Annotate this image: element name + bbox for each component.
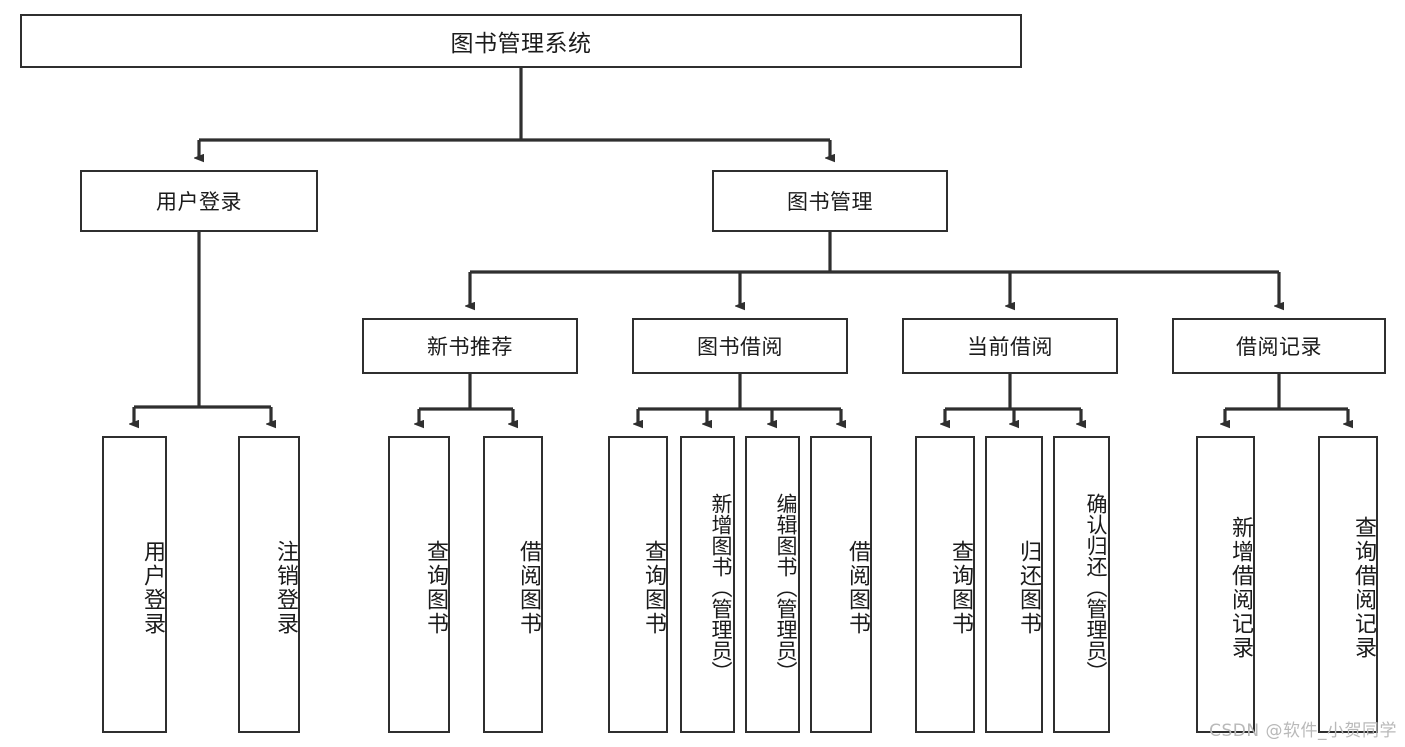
node-leaf-add-borrow-record[interactable]: 新增借阅记录 — [1196, 436, 1255, 733]
node-leaf-query-borrow-record[interactable]: 查询借阅记录 — [1318, 436, 1378, 733]
node-current-borrow[interactable]: 当前借阅 — [902, 318, 1118, 374]
node-book-manage[interactable]: 图书管理 — [712, 170, 948, 232]
node-book-borrow[interactable]: 图书借阅 — [632, 318, 848, 374]
node-leaf-query-book-1[interactable]: 查询图书 — [388, 436, 450, 733]
node-leaf-query-book-2[interactable]: 查询图书 — [608, 436, 668, 733]
node-new-book-recommend[interactable]: 新书推荐 — [362, 318, 578, 374]
node-user-login[interactable]: 用户登录 — [80, 170, 318, 232]
node-root[interactable]: 图书管理系统 — [20, 14, 1022, 68]
node-leaf-return-book[interactable]: 归还图书 — [985, 436, 1043, 733]
node-leaf-logout-login[interactable]: 注销登录 — [238, 436, 300, 733]
node-leaf-borrow-book-1[interactable]: 借阅图书 — [483, 436, 543, 733]
node-leaf-user-login[interactable]: 用户登录 — [102, 436, 167, 733]
node-leaf-confirm-return[interactable]: 确认归还（管理员） — [1053, 436, 1110, 733]
node-leaf-add-book[interactable]: 新增图书（管理员） — [680, 436, 735, 733]
watermark-text: CSDN @软件_小贺同学 — [1209, 721, 1397, 741]
node-leaf-borrow-book-2[interactable]: 借阅图书 — [810, 436, 872, 733]
node-borrow-record[interactable]: 借阅记录 — [1172, 318, 1386, 374]
node-leaf-edit-book[interactable]: 编辑图书（管理员） — [745, 436, 800, 733]
node-leaf-query-book-3[interactable]: 查询图书 — [915, 436, 975, 733]
